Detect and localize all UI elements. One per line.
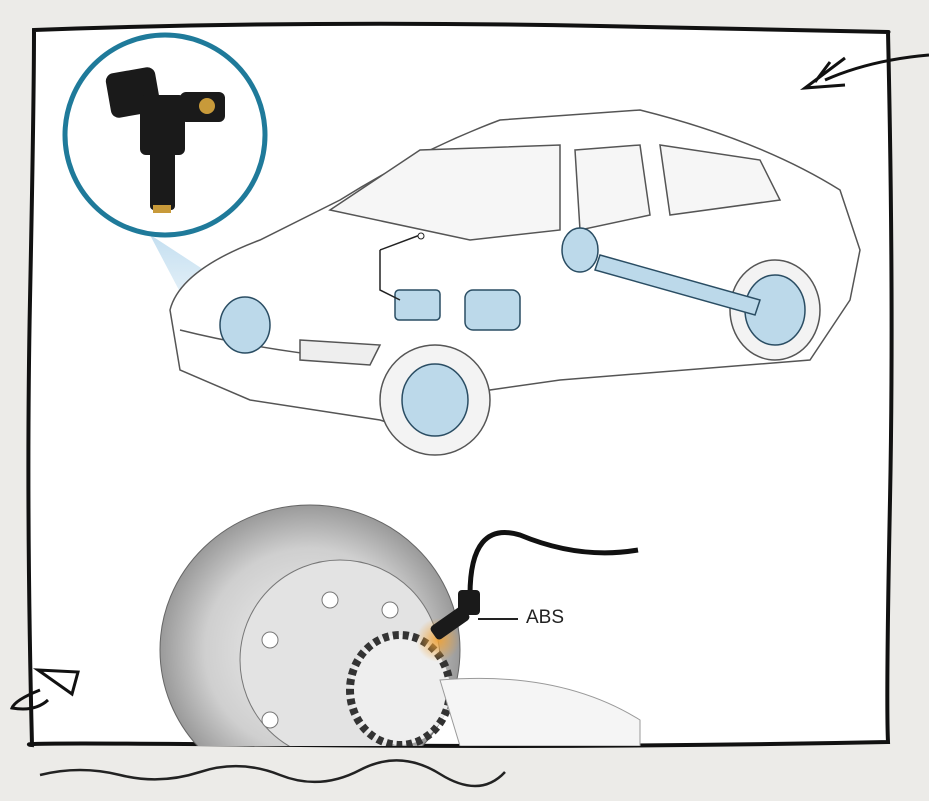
abs-sensor <box>430 590 480 640</box>
arrow-scribble-icon <box>799 53 929 90</box>
abs-sensor-label: ABS <box>526 607 565 628</box>
sensor-cable <box>467 530 639 596</box>
brake-disc <box>159 504 641 746</box>
sensor-closeup-icon <box>105 67 225 213</box>
brake-system <box>219 227 806 437</box>
sketch-doodle-icon <box>9 668 80 711</box>
underline-scribble <box>39 759 506 788</box>
